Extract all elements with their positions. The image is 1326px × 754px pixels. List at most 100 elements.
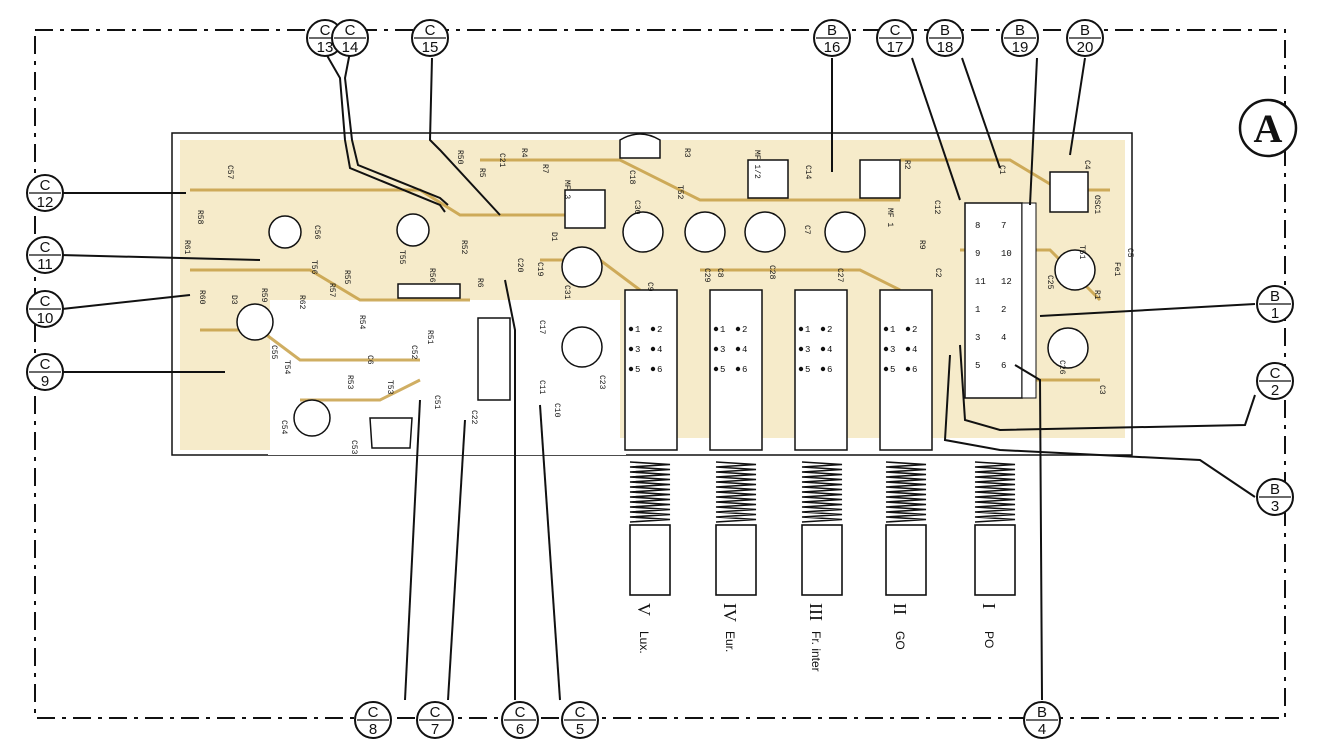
component-label: R5 (477, 168, 486, 178)
osc-pin-label: 7 (1001, 221, 1006, 231)
osc-pin-label: 8 (975, 221, 980, 231)
connector-number: 4 (1038, 721, 1046, 738)
component-label: C52 (409, 345, 418, 360)
switch-pin-label: 6 (912, 365, 917, 375)
component-label: R2 (902, 160, 911, 170)
component-label: R7 (540, 164, 549, 174)
switch-pin-label: 3 (805, 345, 810, 355)
component-label: C7 (802, 225, 811, 235)
band-numeral: V (634, 603, 654, 616)
connector-number: 2 (1271, 382, 1279, 399)
component-label: C14 (803, 165, 812, 180)
component-label: T54 (282, 360, 291, 375)
component-label: OSC1 (1092, 195, 1101, 214)
component-label: C29 (702, 268, 711, 283)
connector-b19: B19 (1001, 19, 1039, 57)
osc-pin-label: 4 (1001, 333, 1006, 343)
connector-c10: C10 (26, 290, 64, 328)
switch-pin-label: 3 (890, 345, 895, 355)
board-label: A (1254, 106, 1283, 151)
component-label: R62 (297, 295, 306, 310)
connector-number: 11 (37, 256, 53, 273)
switch-pin-label: 4 (657, 345, 662, 355)
component-label: C53 (349, 440, 358, 455)
connector-letter: B (1015, 22, 1025, 39)
component-label: MF 3 (562, 180, 571, 199)
component-label: R4 (519, 148, 528, 158)
component-label: R60 (197, 290, 206, 305)
switch-pin-label: 2 (827, 325, 832, 335)
connector-letter: C (40, 177, 51, 194)
band-name: Fr. inter (809, 631, 823, 672)
component-label: C26 (1057, 360, 1066, 375)
connector-c8: C8 (354, 701, 392, 739)
component-label: C8 (715, 268, 724, 278)
connector-c17: C17 (876, 19, 914, 57)
osc-pin-label: 3 (975, 333, 980, 343)
band-numeral: III (806, 603, 826, 621)
component-label: R3 (682, 148, 691, 158)
connector-letter: C (368, 704, 379, 721)
component-label: C28 (767, 265, 776, 280)
band-numeral: II (890, 603, 910, 615)
wiring (59, 51, 1256, 701)
band-label: IPO (979, 603, 999, 648)
osc-pin-label: 1 (975, 305, 980, 315)
connector-c5: C5 (561, 701, 599, 739)
component-label: R50 (455, 150, 464, 165)
component-label: C31 (562, 285, 571, 300)
component-label: D1 (549, 232, 558, 242)
switch-pin-label: 3 (720, 345, 725, 355)
connector-terminals: C13C14C15B16C17B18B19B20C12C11C10C9B1C2B… (26, 19, 1294, 739)
band-name: Lux. (637, 631, 651, 654)
component-label: C55 (269, 345, 278, 360)
connector-number: 10 (37, 310, 54, 327)
push-buttons (629, 461, 1016, 596)
component-label: R57 (327, 283, 336, 298)
band-label: III Fr. inter (806, 603, 826, 672)
connector-letter: C (890, 22, 901, 39)
component-label: R61 (182, 240, 191, 255)
switch-pin-label: 6 (657, 365, 662, 375)
switch-pin-label: 5 (890, 365, 895, 375)
connector-number: 17 (887, 39, 904, 56)
component-shapes (236, 133, 1096, 449)
component-label: C1 (997, 165, 1006, 175)
component-label: T52 (675, 185, 684, 200)
component-label: C6 (365, 355, 374, 365)
push-button (629, 461, 671, 596)
component-label: R59 (259, 288, 268, 303)
band-name: Eur. (723, 631, 737, 652)
component-label: C11 (537, 380, 546, 395)
component-label: C54 (279, 420, 288, 435)
connector-c12: C12 (26, 174, 64, 212)
push-button (715, 461, 757, 596)
component-label: Fe1 (1112, 262, 1121, 277)
switch-pin-label: 1 (805, 325, 810, 335)
component-label: R56 (427, 268, 436, 283)
component-label: C27 (835, 268, 844, 283)
component-label: C22 (469, 410, 478, 425)
component-label: R6 (475, 278, 484, 288)
connector-b16: B16 (813, 19, 851, 57)
component-label: R58 (195, 210, 204, 225)
component-label: T56 (309, 260, 318, 275)
component-label: C10 (552, 403, 561, 418)
switch-pin-label: 6 (742, 365, 747, 375)
switch-pin-label: 1 (890, 325, 895, 335)
connector-letter: B (1270, 481, 1280, 498)
push-button (885, 461, 927, 596)
component-label: R1 (1092, 290, 1101, 300)
switch-pin-label: 3 (635, 345, 640, 355)
component-label: T51 (1077, 245, 1086, 260)
connector-number: 9 (41, 373, 49, 390)
switch-pin-label: 2 (657, 325, 662, 335)
band-name: PO (982, 631, 996, 648)
connector-letter: C (320, 22, 331, 39)
component-label: C17 (537, 320, 546, 335)
